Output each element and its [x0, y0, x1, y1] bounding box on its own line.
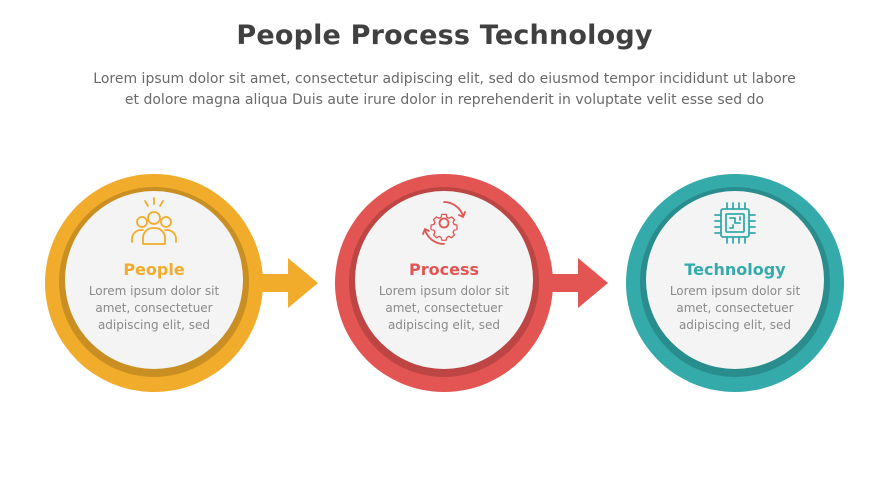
step-description-line: amet, consectetuer [385, 301, 503, 315]
page-subtitle: Lorem ipsum dolor sit amet, consectetur … [0, 69, 889, 111]
step-description-line: adipiscing elit, sed [97, 318, 211, 332]
step-description: Lorem ipsum dolor sit amet, consectetuer… [655, 283, 815, 334]
step-title: People [123, 260, 185, 279]
step-title: Process [409, 260, 479, 279]
step-description-line: adipiscing elit, sed [678, 318, 792, 332]
subtitle-line: et dolore magna aliqua Duis aute irure d… [124, 92, 765, 108]
step-description-line: amet, consectetuer [95, 301, 213, 315]
step-description: Lorem ipsum dolor sit amet, consectetuer… [74, 283, 234, 334]
step-description-line: Lorem ipsum dolor sit [669, 284, 801, 298]
step-process: Process Lorem ipsum dolor sit amet, cons… [335, 174, 608, 392]
step-face [355, 191, 533, 369]
step-description: Lorem ipsum dolor sit amet, consectetuer… [364, 283, 524, 334]
people-group-icon [131, 197, 177, 245]
gear-cycle-icon [422, 201, 466, 245]
step-description-line: amet, consectetuer [676, 301, 794, 315]
step-technology: Technology Lorem ipsum dolor sit amet, c… [626, 174, 844, 392]
step-description-line: Lorem ipsum dolor sit [88, 284, 220, 298]
page-title: People Process Technology [236, 20, 653, 51]
step-description-line: adipiscing elit, sed [387, 318, 501, 332]
step-title: Technology [684, 260, 786, 279]
subtitle-line: Lorem ipsum dolor sit amet, consectetur … [93, 71, 796, 87]
step-face [65, 191, 243, 369]
step-people: People Lorem ipsum dolor sit amet, conse… [45, 174, 318, 392]
step-description-line: Lorem ipsum dolor sit [378, 284, 510, 298]
chip-icon [714, 202, 756, 244]
